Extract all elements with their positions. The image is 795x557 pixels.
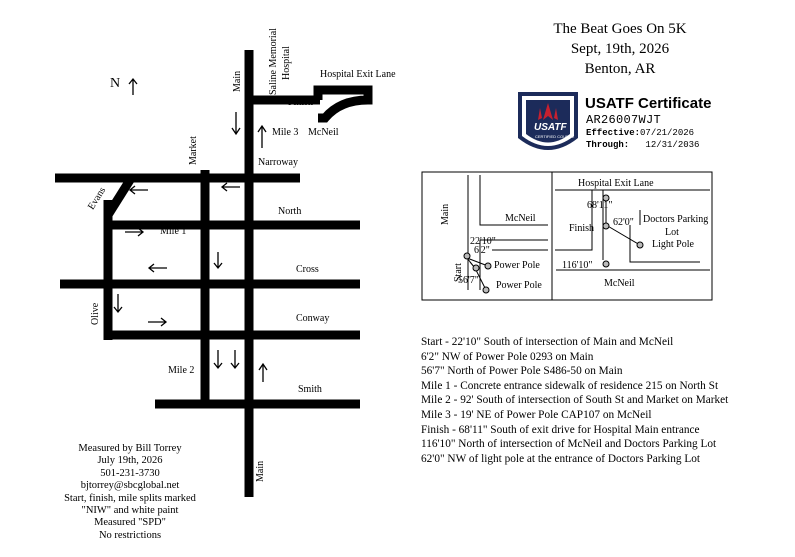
hospital-exit-loop bbox=[313, 85, 373, 123]
measured-line: bjtorrey@sbcglobal.net bbox=[80, 480, 180, 492]
measured-by-block: Measured by Bill Torrey July 19th, 2026 … bbox=[40, 443, 220, 542]
through-date: 12/31/2036 bbox=[645, 140, 700, 150]
street-label-narroway: Narroway bbox=[258, 157, 298, 168]
inset-d-22-10: 22'10" bbox=[470, 236, 496, 247]
street-label-main-top: Main bbox=[232, 70, 243, 92]
inset-main: Main bbox=[440, 203, 451, 225]
arrow-down-icon bbox=[113, 294, 123, 314]
street-label-hospital-line2: Hospital bbox=[281, 46, 292, 80]
marker-mile3: Mile 3 bbox=[272, 127, 299, 138]
street-label-north: North bbox=[278, 206, 302, 217]
race-location: Benton, AR bbox=[584, 61, 656, 77]
race-date: Sept, 19th, 2026 bbox=[570, 41, 670, 57]
inset-d-56-7: 56'7" bbox=[458, 275, 479, 286]
street-label-main-bottom: Main bbox=[255, 460, 266, 482]
note-line: 62'0" NW of light pole at the entrance o… bbox=[421, 452, 701, 465]
inset-mcneil-bottom: McNeil bbox=[604, 278, 635, 289]
street-label-market: Market bbox=[188, 136, 199, 165]
note-line: 56'7" North of Power Pole S486-50 on Mai… bbox=[421, 365, 623, 378]
note-line: Mile 2 - 92' South of intersection of So… bbox=[421, 394, 729, 407]
arrow-left-icon bbox=[147, 263, 167, 273]
street-label-smith: Smith bbox=[298, 384, 322, 395]
measured-line: 501-231-3730 bbox=[100, 467, 160, 479]
effective-row: Effective:07/21/2026 bbox=[586, 128, 694, 138]
evans-street bbox=[104, 177, 134, 218]
arrow-down-icon bbox=[213, 350, 223, 370]
badge-text: USATF bbox=[534, 122, 567, 133]
power-pole-marker bbox=[482, 286, 490, 294]
race-name: The Beat Goes On 5K bbox=[553, 21, 687, 37]
north-indicator: N bbox=[110, 76, 121, 91]
street-label-olive: Olive bbox=[90, 302, 101, 325]
effective-label: Effective: bbox=[586, 128, 641, 138]
street-label-mcneil: McNeil bbox=[308, 127, 339, 138]
inset-light-pole: Light Pole bbox=[652, 239, 694, 250]
light-pole-marker bbox=[602, 222, 610, 230]
measured-line: "NIW" and white paint bbox=[81, 505, 179, 517]
through-row: Through: 12/31/2036 bbox=[586, 140, 699, 150]
inset-hospital-exit: Hospital Exit Lane bbox=[578, 178, 654, 189]
inset-d-62-0: 62'0" bbox=[613, 217, 634, 228]
through-label: Through: bbox=[586, 140, 630, 150]
measured-line: Start, finish, mile splits marked bbox=[64, 492, 196, 504]
detail-inset bbox=[421, 171, 713, 301]
marker-mile2: Mile 2 bbox=[168, 365, 195, 376]
street-label-hospital-line1: Saline Memorial bbox=[268, 28, 279, 95]
note-line: Start - 22'10" South of intersection of … bbox=[421, 336, 674, 348]
badge-subtext: CERTIFIED COURSE bbox=[535, 134, 575, 139]
inset-mcneil-top: McNeil bbox=[505, 213, 536, 224]
power-pole-marker bbox=[463, 252, 471, 260]
street-label-conway: Conway bbox=[296, 313, 330, 324]
arrow-right-icon bbox=[148, 317, 168, 327]
effective-date: 07/21/2026 bbox=[640, 128, 695, 138]
certificate-title: USATF Certificate bbox=[585, 95, 712, 112]
measured-line: Measured "SPD" bbox=[94, 517, 166, 529]
arrow-left-icon bbox=[220, 182, 240, 192]
note-line: Mile 1 - Concrete entrance sidewalk of r… bbox=[421, 379, 719, 392]
north-arrow-icon bbox=[128, 77, 138, 95]
arrow-down-icon bbox=[213, 252, 223, 270]
arrow-down-icon bbox=[230, 350, 240, 370]
inset-d-6-2: 6'2" bbox=[474, 245, 490, 256]
arrow-down-icon bbox=[231, 112, 241, 136]
arrow-right-icon bbox=[125, 227, 145, 237]
arrow-left-icon bbox=[128, 185, 148, 195]
inset-d-68-11: 68'11" bbox=[587, 200, 613, 211]
inset-power-pole-1: Power Pole bbox=[494, 260, 540, 271]
measured-line: July 19th, 2026 bbox=[97, 455, 163, 467]
street-label-hospital-exit: Hospital Exit Lane bbox=[320, 69, 396, 80]
note-line: Finish - 68'11" South of exit drive for … bbox=[421, 423, 700, 436]
power-pole-marker bbox=[484, 262, 492, 270]
light-pole-marker bbox=[602, 260, 610, 268]
note-line: 6'2" NW of Power Pole 0293 on Main bbox=[421, 350, 594, 363]
light-pole-marker bbox=[636, 241, 644, 249]
arrow-up-icon bbox=[258, 362, 268, 382]
inset-power-pole-2: Power Pole bbox=[496, 280, 542, 291]
power-pole-marker bbox=[472, 264, 480, 272]
inset-doctors-parking-2: Lot bbox=[665, 227, 679, 238]
note-line: Mile 3 - 19' NE of Power Pole CAP107 on … bbox=[421, 408, 652, 421]
course-notes: Start - 22'10" South of intersection of … bbox=[421, 335, 728, 466]
arrow-up-icon bbox=[257, 124, 267, 148]
finish-marker bbox=[602, 194, 610, 202]
measured-line: Measured by Bill Torrey bbox=[78, 443, 182, 454]
marker-finish: Finish bbox=[288, 97, 314, 108]
inset-d-116-10: 116'10" bbox=[562, 260, 593, 271]
measured-line: No restrictions bbox=[98, 529, 162, 541]
street-label-cross: Cross bbox=[296, 264, 319, 275]
certificate-id: AR26007WJT bbox=[586, 113, 662, 127]
usatf-badge-icon bbox=[518, 92, 578, 150]
inset-finish: Finish bbox=[569, 223, 595, 234]
marker-mile1: Mile 1 bbox=[160, 226, 187, 237]
note-line: 116'10" North of intersection of McNeil … bbox=[421, 438, 717, 451]
inset-doctors-parking-1: Doctors Parking bbox=[643, 214, 709, 225]
